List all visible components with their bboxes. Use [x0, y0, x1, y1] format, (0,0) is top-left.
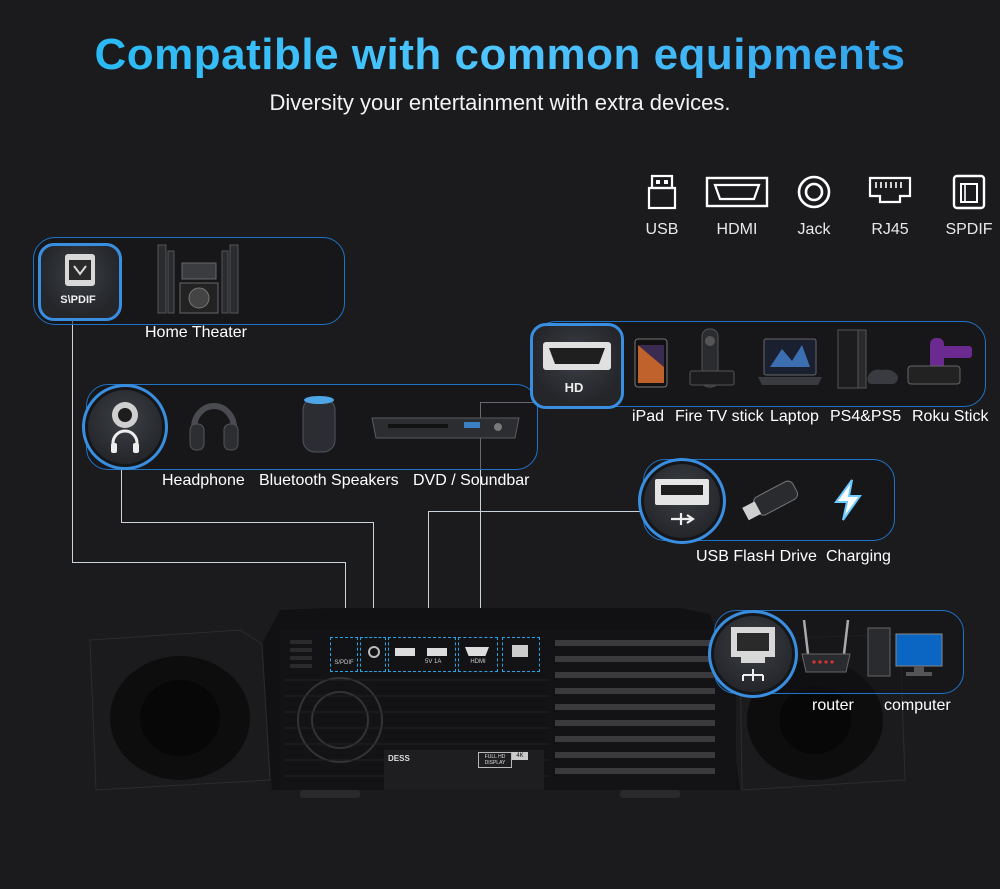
- jack-port-icon: [368, 646, 380, 658]
- dvd-soundbar-label: DVD / Soundbar: [413, 472, 530, 489]
- full-hd-badge: FULL HD DISPLAY: [478, 752, 512, 768]
- playstation-label: PS4&PS5: [830, 408, 902, 425]
- usb-flash-drive-label: USB FlasH Drive: [696, 548, 817, 565]
- spdif-port-label: S/PDIF: [334, 660, 354, 666]
- spdif-port-icon: [65, 254, 95, 286]
- spdif-badge-text: S\PDIF: [60, 294, 96, 306]
- spdif-port-icon: [952, 174, 986, 210]
- fire-tv-stick-label: Fire TV stick: [675, 408, 764, 425]
- ipad-label: iPad: [632, 408, 665, 425]
- usb-badge: [638, 458, 726, 544]
- fire-tv-stick-icon: [689, 328, 735, 388]
- legend-usb-label: USB: [645, 221, 679, 238]
- page-subtitle: Diversity your entertainment with extra …: [269, 90, 731, 115]
- bluetooth-speaker-label: Bluetooth Speakers: [259, 472, 399, 489]
- usb-port-icon: [427, 648, 447, 656]
- legend-usb: USB: [617, 172, 707, 239]
- 4k-badge: 4K: [512, 752, 528, 760]
- spdif-badge: S\PDIF: [38, 243, 122, 321]
- usb-flash-drive-icon: [742, 480, 799, 521]
- legend-hdmi: HDMI: [692, 172, 782, 239]
- hdmi-port[interactable]: HDMI: [458, 637, 498, 672]
- router-icon: [801, 619, 851, 673]
- legend-rj45-label: RJ45: [871, 221, 909, 238]
- jack-connector: [121, 470, 122, 522]
- usb-port-icon: [647, 174, 677, 210]
- router-label: router: [812, 697, 854, 714]
- home-theater-icon: [157, 244, 239, 314]
- hdmi-port-icon: [705, 176, 769, 208]
- rj45-port-icon: [868, 176, 912, 204]
- hdmi-port-icon: [543, 342, 611, 370]
- legend-jack-label: Jack: [797, 221, 831, 238]
- spdif-connector-route: [72, 562, 346, 643]
- legend-spdif-label: SPDIF: [945, 221, 993, 238]
- bluetooth-speaker-icon: [302, 396, 336, 453]
- charging-label: Charging: [826, 548, 891, 565]
- spdif-port[interactable]: S/PDIF: [330, 637, 358, 672]
- legend-spdif: SPDIF: [924, 172, 1000, 239]
- brand-text: DESS: [388, 754, 410, 763]
- legend-rj45: RJ45: [845, 172, 935, 239]
- playstation-icon: [837, 329, 898, 389]
- usb-connector: [428, 511, 641, 643]
- lightning-icon: [834, 479, 862, 521]
- home-theater-label: Home Theater: [145, 324, 247, 341]
- rj45-badge: [708, 610, 798, 698]
- spdif-connector: [72, 320, 73, 562]
- computer-label: computer: [884, 697, 951, 714]
- legend-jack: Jack: [769, 172, 859, 239]
- legend-hdmi-label: HDMI: [716, 221, 758, 238]
- usb-ports[interactable]: 5V 1A: [388, 637, 456, 672]
- laptop-label: Laptop: [770, 408, 819, 425]
- hdmi-badge: HD: [530, 323, 624, 409]
- audio-jack-port[interactable]: [360, 637, 386, 672]
- hdmi-badge-text: HD: [564, 380, 584, 395]
- page-title: Compatible with common equipments: [0, 30, 1000, 80]
- headphone-icon: [189, 403, 239, 451]
- roku-stick-label: Roku Stick: [912, 408, 989, 425]
- rj45-port-icon: [731, 627, 775, 681]
- jack-port-icon: [111, 402, 139, 453]
- rj45-port-icon: [512, 645, 528, 657]
- usb-port-icon: [395, 648, 415, 656]
- jack-port-icon: [797, 175, 831, 209]
- hdmi-port-label: HDMI: [470, 659, 486, 665]
- computer-icon: [867, 627, 943, 677]
- hdmi-port-icon: [465, 647, 489, 656]
- roku-stick-icon: [907, 338, 972, 385]
- jack-connector-route: [121, 522, 374, 643]
- laptop-icon: [758, 338, 822, 385]
- dvd-player-icon: [371, 417, 520, 439]
- ipad-icon: [634, 338, 668, 388]
- usb-port-icon: [655, 479, 709, 525]
- rj45-port[interactable]: [502, 637, 540, 672]
- projector-body: [89, 608, 906, 798]
- usb-port-label: 5V 1A: [425, 659, 442, 665]
- jack-badge: [82, 384, 168, 470]
- headphone-label: Headphone: [162, 472, 245, 489]
